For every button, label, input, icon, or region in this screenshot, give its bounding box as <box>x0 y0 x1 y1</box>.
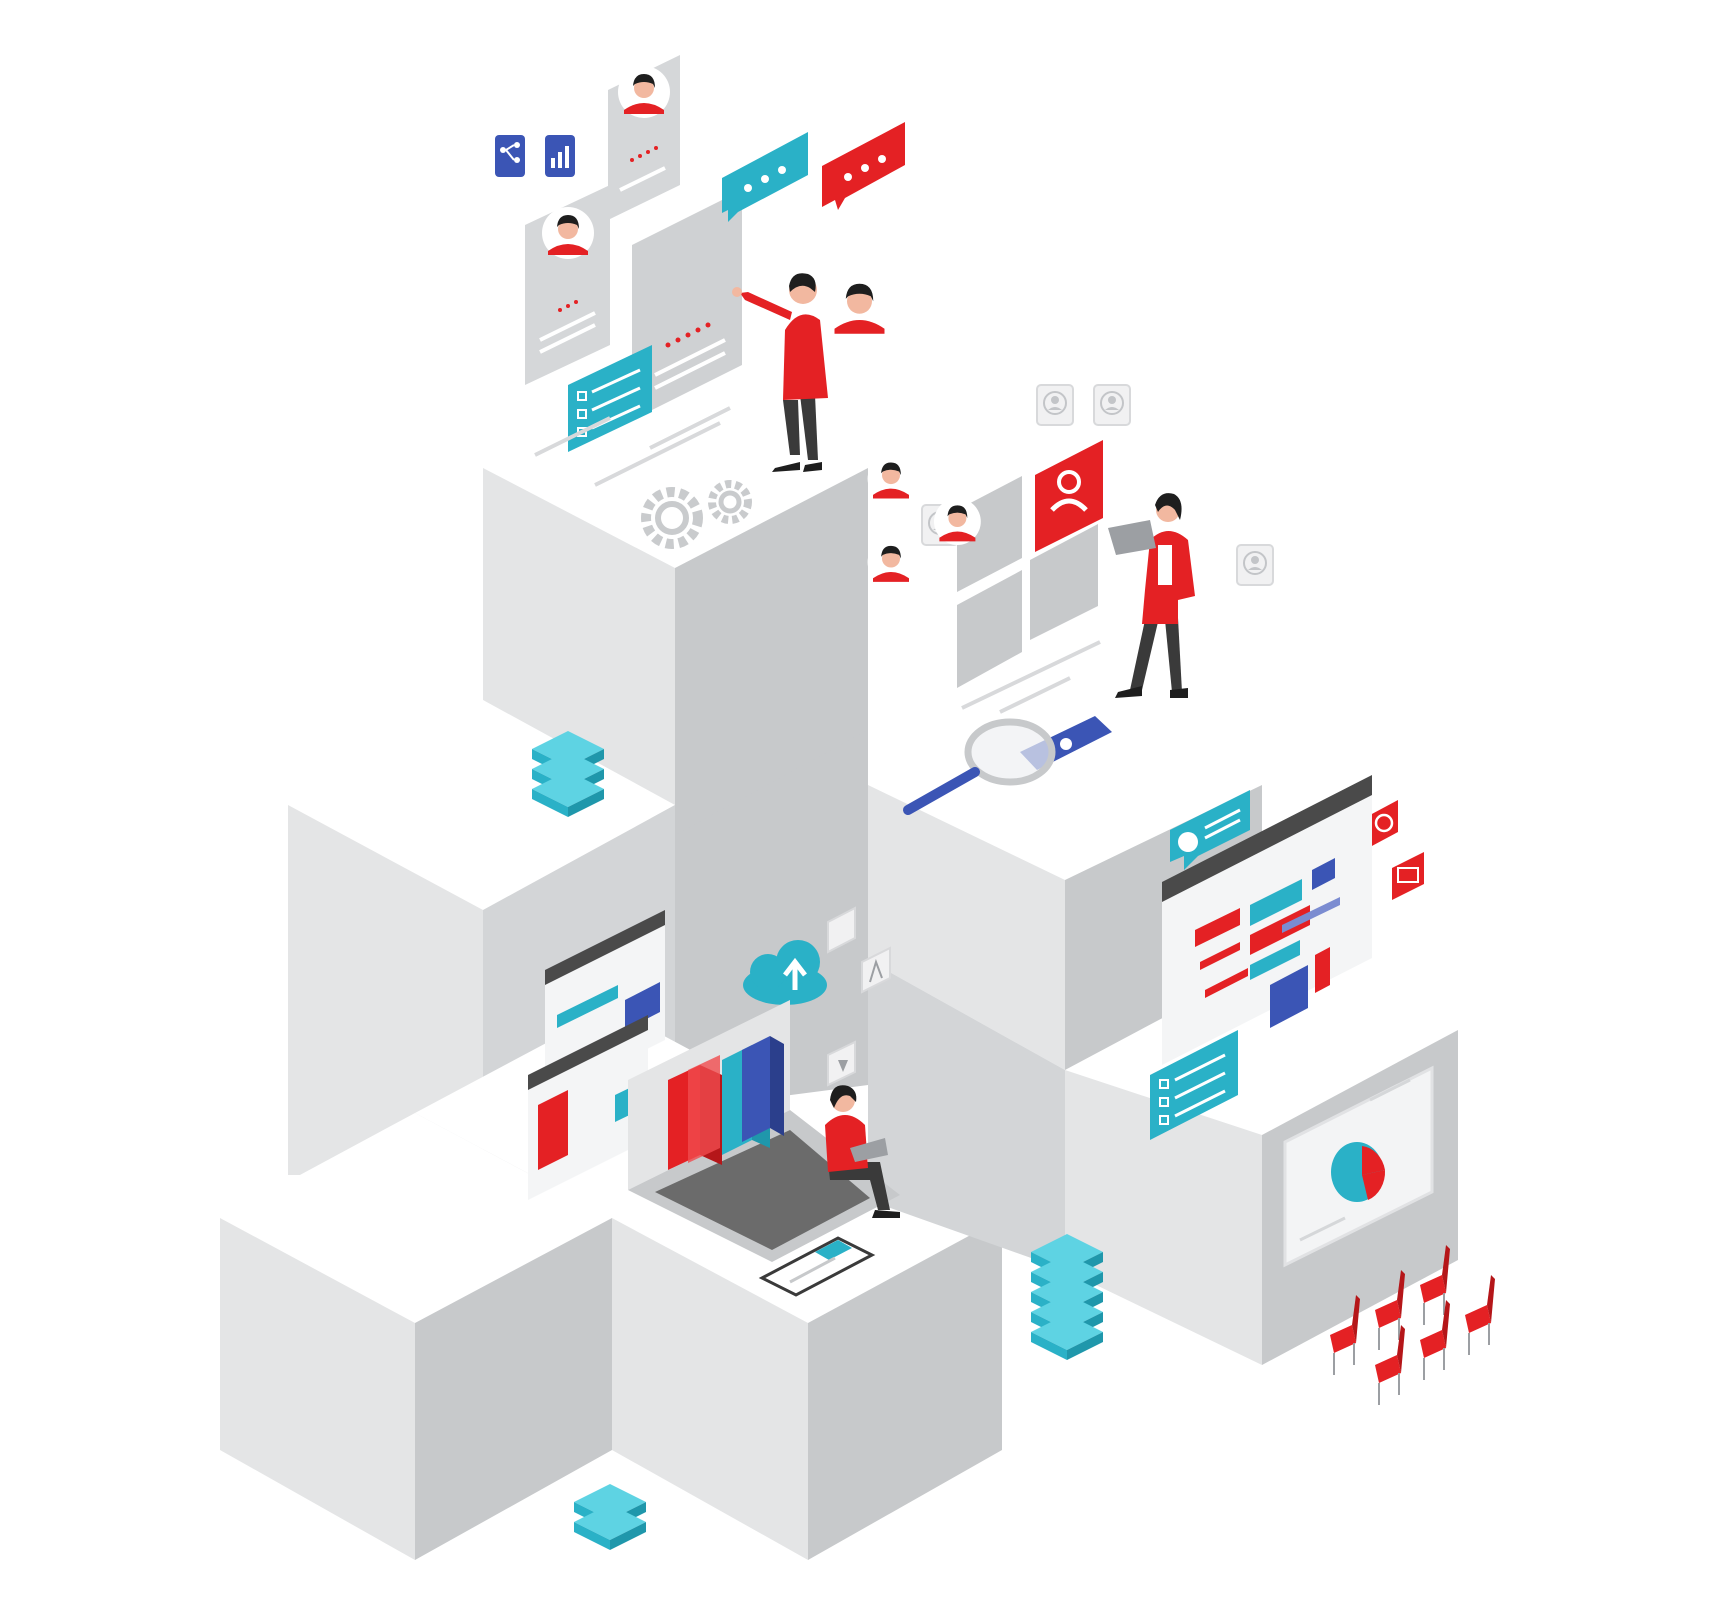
chat-bubble-icon <box>822 122 905 210</box>
gear-icon <box>708 480 752 524</box>
database-stack-icon <box>1031 1234 1103 1360</box>
pie-chart-icon <box>1283 1065 1434 1268</box>
font-icon <box>861 946 891 994</box>
user-icon <box>1035 440 1103 552</box>
gear-icon <box>641 487 703 549</box>
user-icon <box>1036 384 1074 426</box>
profile-card <box>525 185 610 385</box>
user-icon <box>1236 544 1274 586</box>
profile-tile <box>934 498 1098 640</box>
team-directory-scene <box>867 384 1274 815</box>
smartphone <box>758 1236 876 1297</box>
clock-icon <box>1370 800 1398 847</box>
candidate-profiles-scene <box>495 55 905 549</box>
chat-bubble-icon <box>1170 790 1250 870</box>
cube-bottom-left <box>220 1113 612 1560</box>
scheduling-dashboard-scene <box>1150 775 1434 1268</box>
profile-card <box>632 190 892 420</box>
books <box>668 1036 784 1170</box>
mail-icon <box>1392 852 1424 900</box>
magnifier-icon <box>903 718 1056 815</box>
learning-library-scene <box>528 906 900 1297</box>
schedule-window <box>1162 775 1372 1065</box>
play-icon <box>827 1040 856 1087</box>
woman-sitting-with-laptop <box>825 1085 900 1218</box>
chair-icon <box>1464 1274 1496 1356</box>
checklist-icon <box>1150 1030 1238 1140</box>
database-stack-icon <box>574 1484 646 1550</box>
star-icon <box>1312 858 1335 890</box>
chat-bubble-icon <box>722 132 808 222</box>
profile-card <box>608 55 680 220</box>
cube-middle-center <box>675 730 868 1110</box>
org-chart-icon <box>495 135 525 177</box>
bar-chart-icon <box>545 135 575 177</box>
user-icon <box>1093 384 1131 426</box>
cloud-upload-icon <box>743 940 827 1005</box>
profile-tile <box>867 538 1022 688</box>
woman-with-laptop <box>1108 493 1195 698</box>
image-icon <box>827 906 856 954</box>
database-stack-icon <box>532 731 604 817</box>
man-presenting <box>732 273 828 472</box>
